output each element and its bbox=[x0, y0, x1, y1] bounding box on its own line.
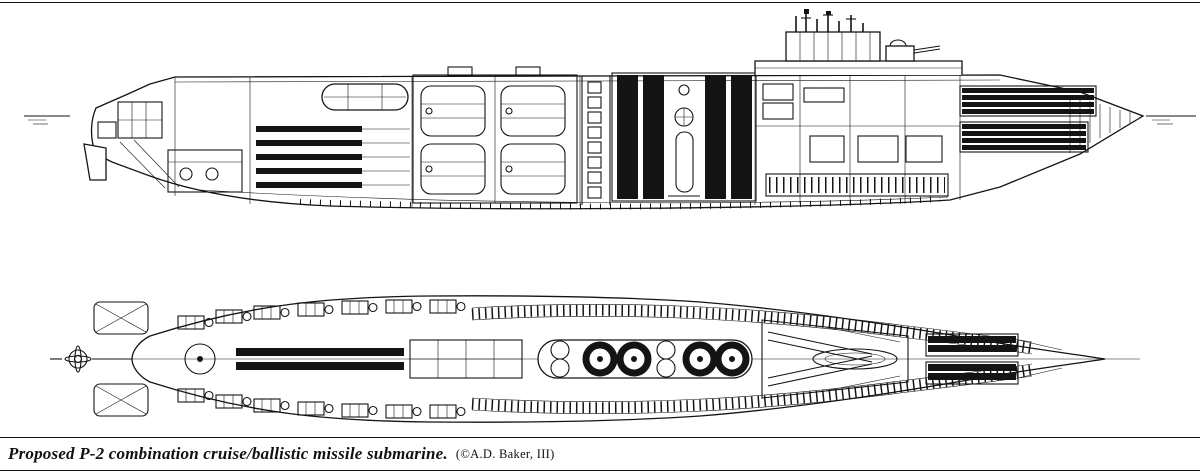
sail-plan-outline bbox=[812, 348, 898, 370]
missile-silhouette bbox=[668, 84, 700, 197]
amidships-compartments bbox=[755, 76, 960, 204]
bottom-rule bbox=[0, 470, 1200, 471]
plan-view bbox=[50, 295, 1140, 423]
bow-torpedo-tubes bbox=[959, 85, 1097, 153]
top-rule bbox=[0, 2, 1200, 3]
masts-and-periscopes bbox=[795, 9, 864, 32]
angled-stowage bbox=[761, 319, 909, 399]
caption-attribution: (©A.D. Baker, III) bbox=[455, 446, 555, 461]
sail-superstructure bbox=[754, 9, 963, 75]
propeller bbox=[50, 345, 132, 373]
profile-view bbox=[24, 9, 1196, 210]
submarine-line-drawing bbox=[24, 9, 1196, 423]
caption-text: Proposed P-2 combination cruise/ballisti… bbox=[8, 444, 448, 463]
shaft-bars bbox=[236, 348, 404, 370]
deck-hangar-cylinder bbox=[321, 83, 409, 111]
waterline-left bbox=[24, 115, 70, 125]
stern-machinery bbox=[97, 101, 243, 193]
engine-block bbox=[409, 339, 523, 379]
deck-gun bbox=[885, 39, 941, 62]
deck-inner-line bbox=[174, 79, 1001, 83]
frame-ladder bbox=[581, 76, 611, 205]
ballistic-missile-tubes bbox=[611, 72, 757, 202]
aft-torpedo-tubes bbox=[256, 126, 410, 188]
caption-separator-rule bbox=[0, 437, 1200, 438]
battery-strip bbox=[765, 173, 949, 197]
stern-rudder bbox=[83, 143, 107, 181]
figure-caption: Proposed P-2 combination cruise/ballisti… bbox=[0, 438, 1200, 470]
bow-section bbox=[1069, 96, 1131, 153]
bow-torpedo-tubes-plan bbox=[925, 333, 1063, 385]
turntable bbox=[184, 343, 216, 375]
missile-tube-circles bbox=[537, 339, 753, 379]
keel-frames bbox=[199, 189, 949, 210]
waterline-right bbox=[1146, 115, 1196, 125]
missile-stowage-compartment bbox=[412, 66, 578, 204]
stern-planes bbox=[93, 301, 149, 417]
